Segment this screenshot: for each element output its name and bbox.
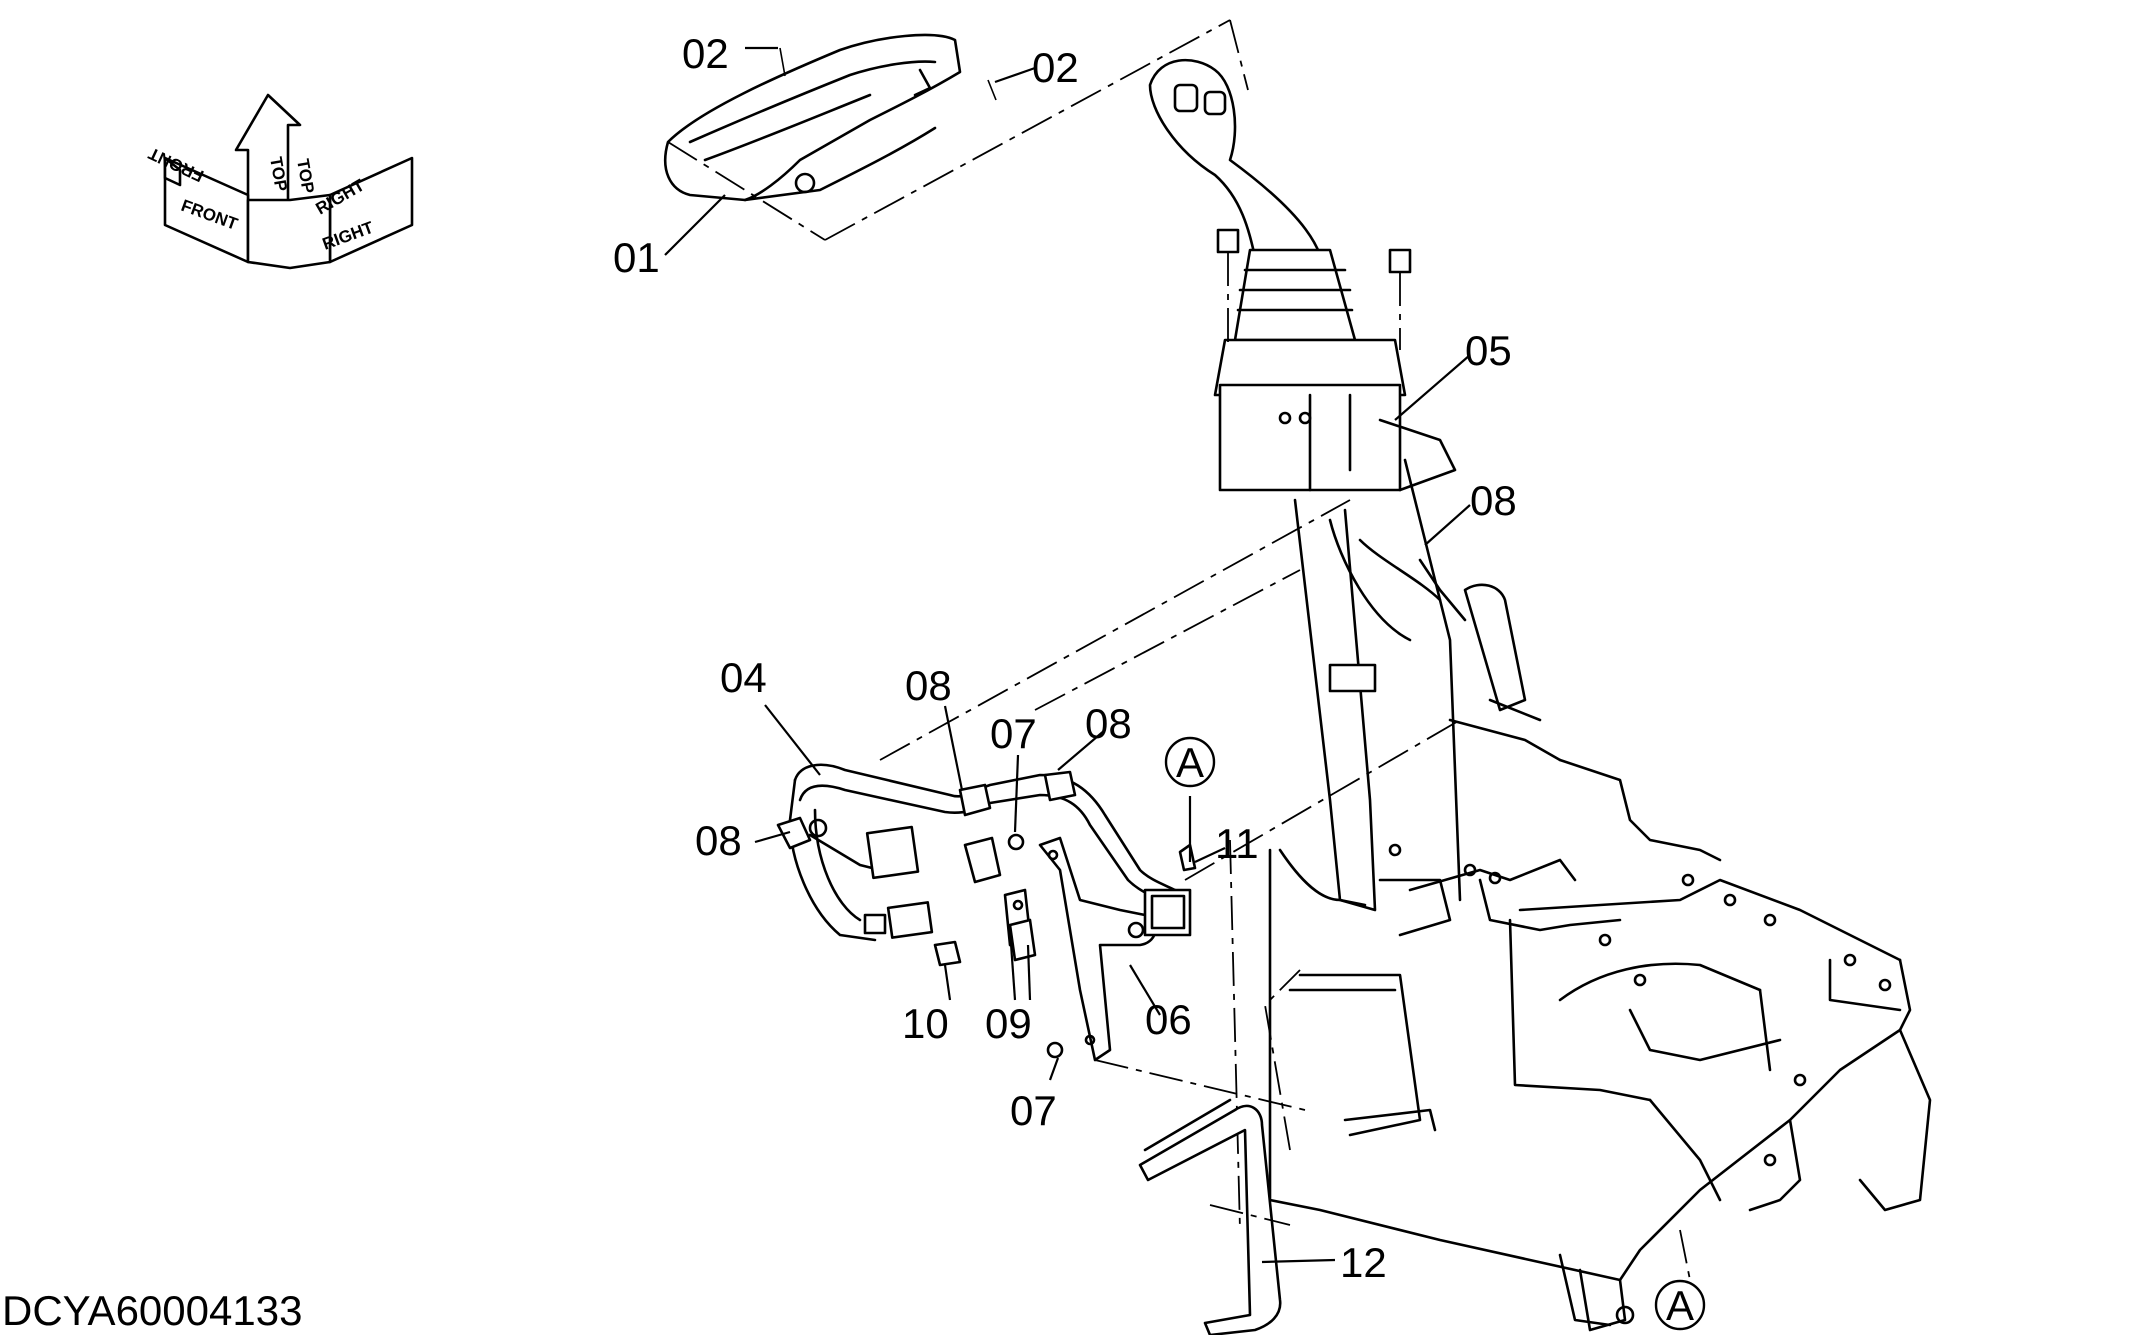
detail-ref-a-bottom-label: A (1666, 1282, 1694, 1329)
wire-harness-part (776, 763, 1177, 942)
clamp-plates-part (963, 836, 1037, 962)
callout-07-bottom: 07 (1010, 1087, 1057, 1134)
callout-08-mid: 08 (1085, 700, 1132, 747)
joystick-control-part (1148, 58, 1457, 492)
callout-06: 06 (1145, 996, 1192, 1043)
armrest-cover-part (663, 19, 1249, 241)
callout-08-left: 08 (695, 817, 742, 864)
callout-08-top: 08 (905, 662, 952, 709)
detail-ref-a-bottom: A (1654, 1279, 1706, 1331)
detail-ref-a-top: A (1164, 736, 1216, 788)
document-id: DCYA60004133 (2, 1287, 302, 1334)
callout-01: 01 (613, 234, 660, 281)
callout-11: 11 (1215, 820, 1259, 867)
callout-04: 04 (720, 654, 767, 701)
construction-lines (879, 499, 1461, 1111)
callout-07-top: 07 (990, 710, 1037, 757)
stand-frame-part (1293, 458, 1562, 912)
hand-rod-part (1138, 969, 1301, 1335)
bolts-07-part (1007, 833, 1064, 1059)
callout-10: 10 (902, 1000, 949, 1047)
callout-labels: 01 02 02 04 05 06 07 07 08 08 08 08 09 1… (613, 30, 1517, 1286)
callout-02-right: 02 (1032, 44, 1079, 91)
callout-05: 05 (1465, 327, 1512, 374)
base-frame-part (1229, 758, 1932, 1332)
callout-12: 12 (1340, 1239, 1387, 1286)
callout-08-right: 08 (1470, 477, 1517, 524)
orientation-top-label-b: TOP (293, 157, 318, 194)
connector-10-part (933, 940, 962, 967)
callout-09: 09 (985, 1000, 1032, 1047)
detail-ref-a-top-label: A (1176, 739, 1204, 786)
leader-lines (664, 46, 1471, 1264)
mounting-bracket-part (1038, 836, 1197, 1062)
callout-02-left: 02 (682, 30, 729, 77)
orientation-symbol: TOP TOP FRONT FRONT RIGHT RIGHT (145, 93, 414, 270)
screw-part (779, 47, 997, 101)
